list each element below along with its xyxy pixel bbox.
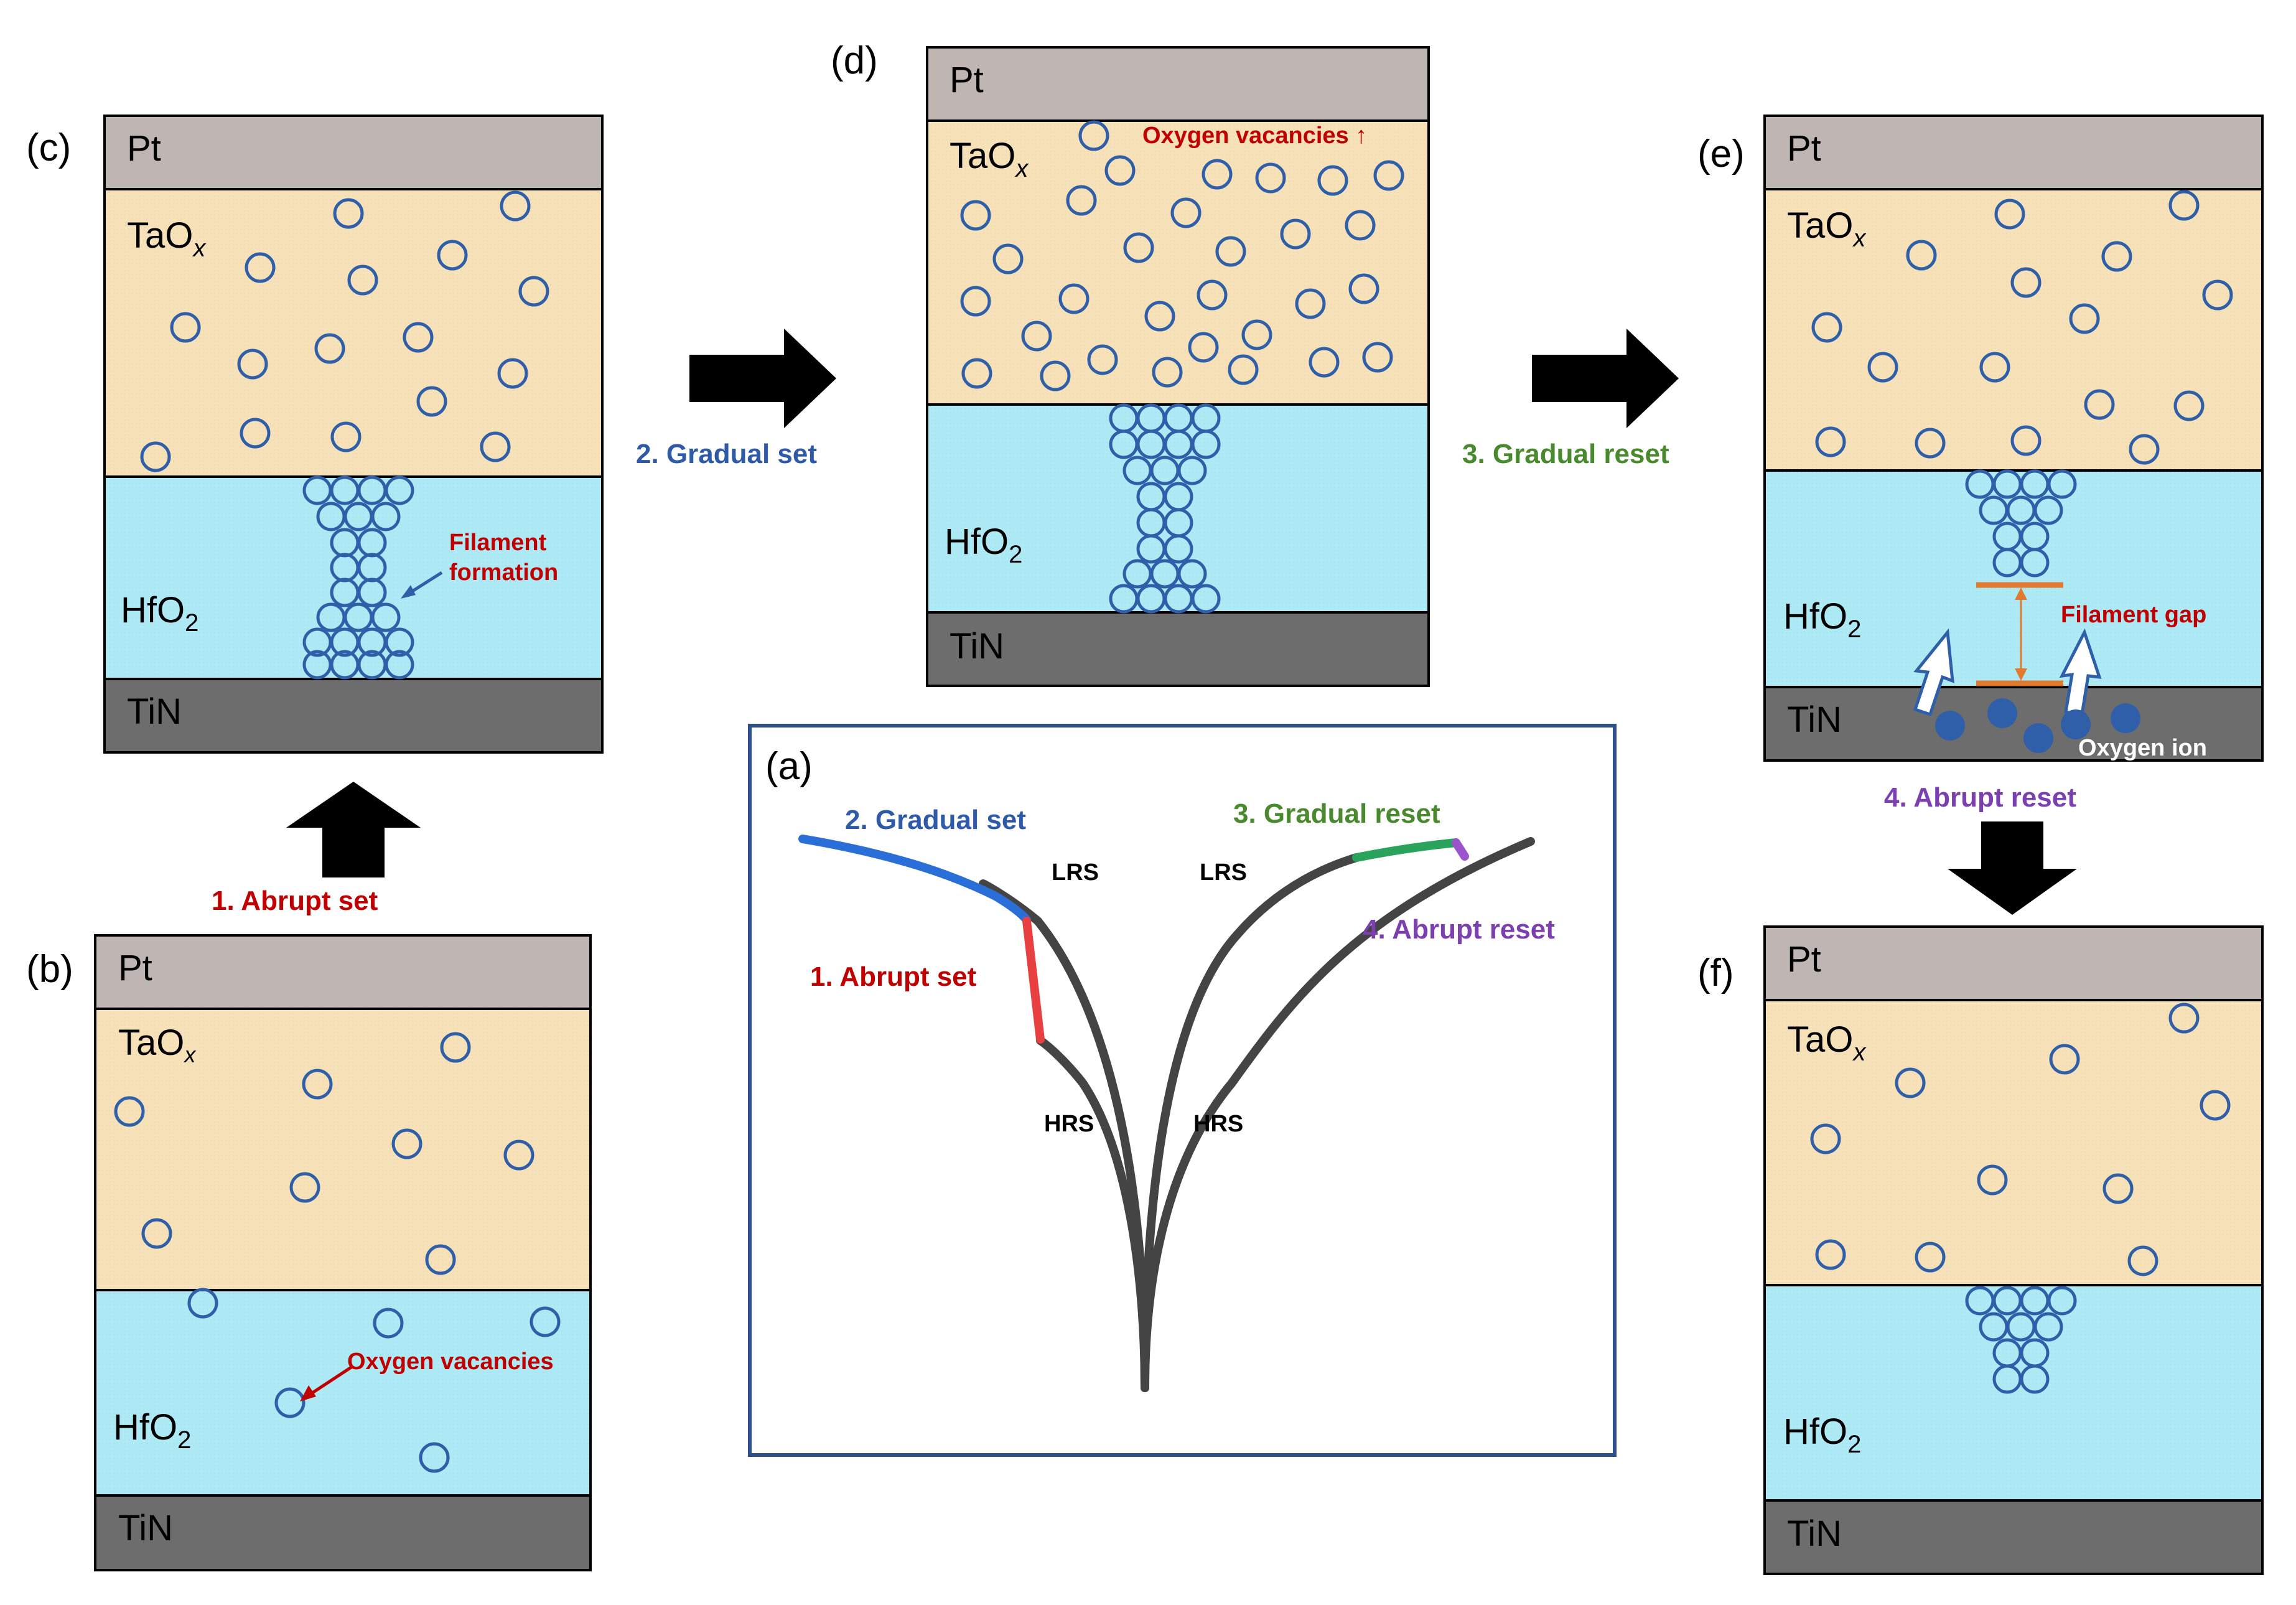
lrs-right-label: LRS bbox=[1200, 859, 1247, 886]
hfo2-label: HfO2 bbox=[945, 522, 1022, 568]
flow-arrows bbox=[286, 329, 2077, 915]
layer-pt bbox=[1763, 115, 2264, 190]
arrow-right-icon bbox=[1532, 329, 1679, 428]
panel-a-frame bbox=[748, 724, 1617, 1457]
panel-label-b: (b) bbox=[26, 948, 73, 991]
lrs-left-label: LRS bbox=[1052, 859, 1099, 886]
taox-label: TaOx bbox=[127, 215, 207, 262]
panel-label-f: (f) bbox=[1697, 952, 1734, 994]
panel-a: (a) 2. Gradual set 3. Gradual reset 1. A… bbox=[748, 724, 1617, 1457]
oxygen-vacancies-label: Oxygen vacancies bbox=[347, 1349, 554, 1375]
vacancy-group-taox bbox=[140, 190, 549, 472]
panel-b: (b) Pt TaOx HfO2 TiN Oxygen vacancies bbox=[26, 934, 592, 1571]
vacancy-group bbox=[1810, 1003, 2231, 1276]
hfo2-label: HfO2 bbox=[121, 590, 198, 637]
curve-lrs-right bbox=[1141, 853, 1361, 1392]
step-abrupt-set-label: 1. Abrupt set bbox=[212, 886, 378, 916]
hrs-right-label: HRS bbox=[1193, 1111, 1243, 1137]
taox-label: TaOx bbox=[1787, 205, 1867, 252]
tin-label: TiN bbox=[1787, 700, 1842, 740]
filament-formation-label-2: formation bbox=[449, 559, 558, 586]
layer-tin bbox=[1763, 1499, 2264, 1575]
filament-c bbox=[302, 475, 414, 680]
filament-e bbox=[1965, 469, 2077, 578]
hrs-left-label: HRS bbox=[1044, 1111, 1094, 1137]
abrupt-reset-label: 4. Abrupt reset bbox=[1363, 914, 1555, 945]
pt-label: Pt bbox=[1787, 939, 1821, 980]
arrow-right-icon bbox=[689, 329, 836, 428]
panel-d: (d) Pt TaOx HfO2 TiN Oxygen vacancies ↑ bbox=[831, 39, 1430, 687]
layer-pt bbox=[926, 46, 1430, 122]
hfo2-label: HfO2 bbox=[1783, 596, 1861, 643]
switching-curve bbox=[979, 837, 1535, 1392]
taox-label: TaOx bbox=[950, 136, 1029, 182]
panel-label-c: (c) bbox=[26, 126, 71, 169]
taox-label: TaOx bbox=[1787, 1019, 1867, 1066]
filament-formation-label-1: Filament bbox=[449, 530, 547, 556]
taox-label: TaOx bbox=[118, 1022, 197, 1067]
abrupt-set-label: 1. Abrupt set bbox=[810, 962, 977, 992]
step-gradual-set-label: 2. Gradual set bbox=[636, 439, 817, 469]
layer-tin bbox=[94, 1494, 592, 1571]
pt-label: Pt bbox=[118, 948, 152, 988]
panel-f: (f) Pt TaOx HfO2 TiN bbox=[1697, 925, 2264, 1575]
oxygen-ion-label: Oxygen ion bbox=[2078, 735, 2207, 761]
layer-tin bbox=[103, 678, 604, 754]
ion-drift-arrows bbox=[1913, 628, 2102, 717]
vacancy-group bbox=[960, 120, 1404, 391]
segment-abrupt-reset bbox=[1452, 838, 1469, 861]
hfo2-label: HfO2 bbox=[1783, 1411, 1861, 1458]
filament-d bbox=[1109, 403, 1221, 614]
arrow-up-icon bbox=[286, 782, 421, 877]
gradual-set-label: 2. Gradual set bbox=[845, 805, 1026, 835]
segment-gradual-set bbox=[798, 835, 1031, 924]
panel-c: (c) Pt TaOx HfO2 TiN F bbox=[26, 115, 604, 754]
pt-label: Pt bbox=[1787, 128, 1821, 169]
vacancy-group bbox=[114, 1032, 561, 1473]
panel-label-d: (d) bbox=[831, 39, 878, 82]
layer-pt bbox=[103, 115, 604, 190]
gradual-reset-label: 3. Gradual reset bbox=[1233, 798, 1440, 829]
segment-gradual-reset bbox=[1352, 838, 1460, 862]
layer-tin bbox=[1763, 686, 2264, 762]
oxygen-vacancies-up-label: Oxygen vacancies ↑ bbox=[1142, 123, 1367, 149]
vacancy-group bbox=[1811, 190, 2233, 465]
tin-label: TiN bbox=[1787, 1514, 1842, 1554]
segment-abrupt-set bbox=[1022, 917, 1045, 1044]
tin-label: TiN bbox=[118, 1508, 173, 1548]
tin-label: TiN bbox=[127, 691, 182, 732]
layer-pt bbox=[94, 934, 592, 1010]
oxygen-ion-group bbox=[1935, 698, 2140, 753]
layer-pt bbox=[1763, 925, 2264, 1001]
filament-f bbox=[1965, 1286, 2077, 1394]
panel-label-e: (e) bbox=[1697, 133, 1745, 175]
curve-hrs-right bbox=[1141, 837, 1535, 1392]
panel-label-a: (a) bbox=[765, 745, 813, 788]
hfo2-label: HfO2 bbox=[113, 1407, 191, 1454]
tin-label: TiN bbox=[950, 626, 1004, 667]
arrow-down-icon bbox=[1948, 821, 2077, 915]
panel-e: (e) Pt TaOx HfO2 TiN Filament gap bbox=[1697, 115, 2264, 762]
filament-gap-label: Filament gap bbox=[2061, 602, 2206, 628]
step-gradual-reset-label: 3. Gradual reset bbox=[1462, 439, 1669, 469]
pt-label: Pt bbox=[127, 128, 161, 169]
step-abrupt-reset-label: 4. Abrupt reset bbox=[1884, 782, 2076, 813]
pt-label: Pt bbox=[950, 60, 984, 100]
